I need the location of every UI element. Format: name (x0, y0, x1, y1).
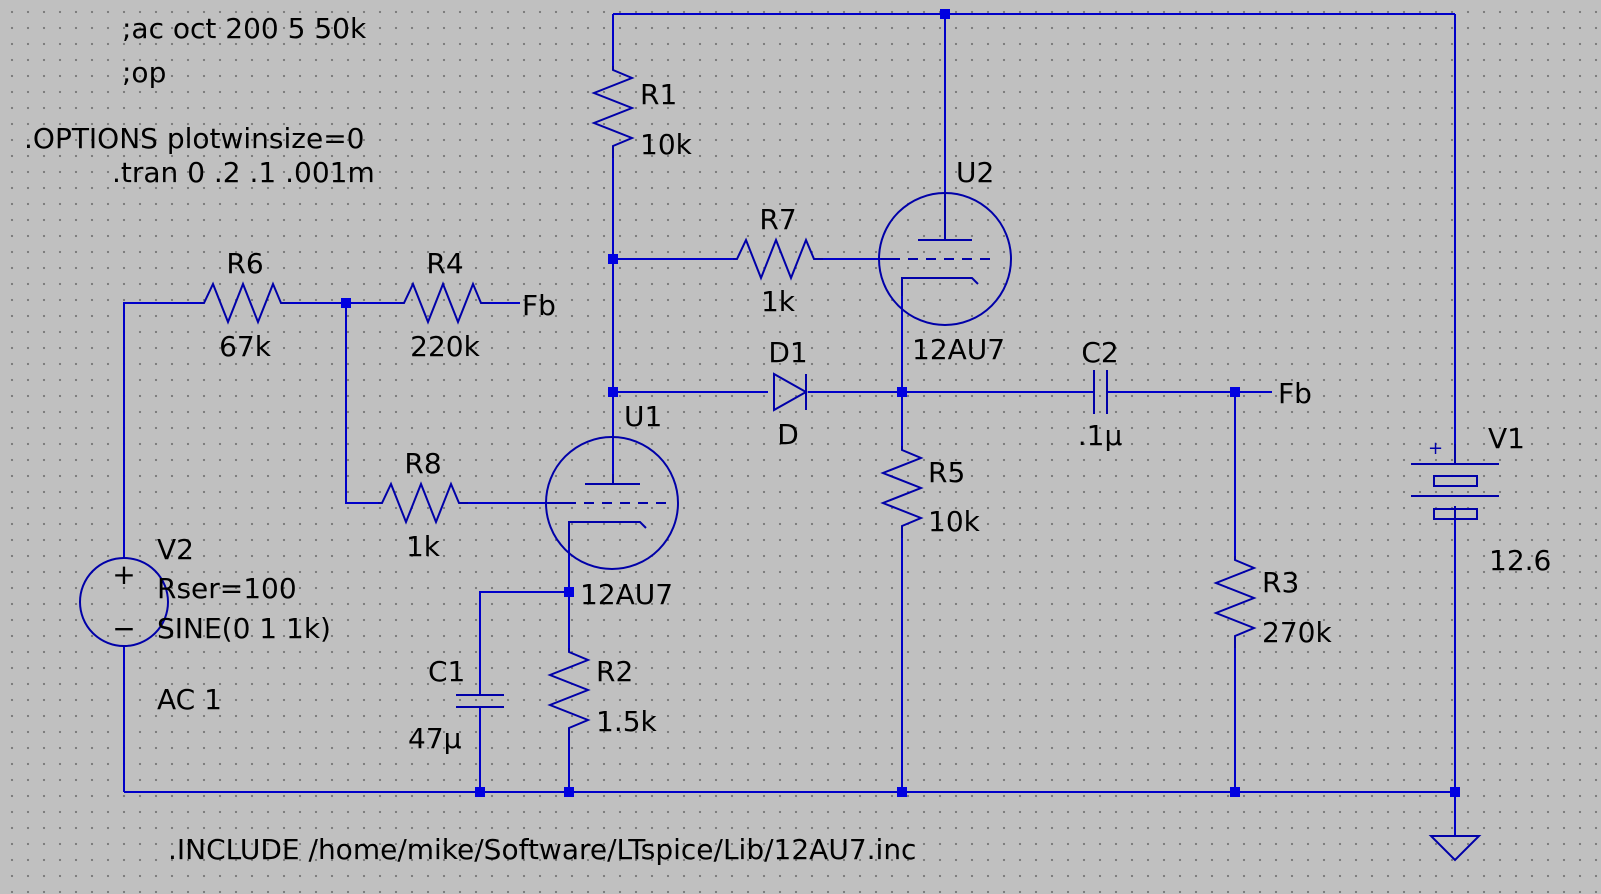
triode-u1[interactable]: U1 12AU7 (545, 400, 679, 611)
resistor-r3-symbol[interactable] (1213, 556, 1257, 648)
capacitor-c1-symbol[interactable] (456, 694, 504, 708)
capacitor-c2-value: .1µ (1078, 419, 1123, 452)
triode-u1-value: 12AU7 (580, 578, 673, 611)
resistor-r4-value: 220k (410, 330, 480, 363)
capacitor-c1-value: 47µ (408, 722, 462, 755)
resistor-r1-name: R1 (640, 78, 677, 111)
battery-v1-plus-mark: + (1428, 438, 1443, 459)
resistor-r5-name: R5 (928, 456, 965, 489)
diode-d1[interactable]: D1 D (768, 336, 809, 451)
junction-dot (1450, 787, 1460, 797)
resistor-r3-name: R3 (1262, 566, 1299, 599)
triode-u2-plate (918, 192, 972, 241)
directive-options[interactable]: .OPTIONS plotwinsize=0 (24, 122, 365, 155)
resistor-r4-name: R4 (426, 247, 463, 280)
resistor-r8-name: R8 (404, 447, 441, 480)
resistor-r8-value: 1k (406, 530, 441, 563)
capacitor-c2-symbol[interactable] (1093, 370, 1108, 414)
wire-node-to-r8[interactable] (345, 303, 378, 504)
resistor-r2-value: 1.5k (596, 705, 658, 738)
resistor-r5-symbol[interactable] (880, 446, 924, 538)
directive-op[interactable]: ;op (122, 56, 166, 89)
source-v2-ac: AC 1 (157, 683, 222, 716)
resistor-r7-value: 1k (761, 285, 796, 318)
triode-u1-plate (585, 474, 640, 485)
resistor-r2-name: R2 (596, 655, 633, 688)
junction-dot (475, 787, 485, 797)
net-label-fb-input[interactable]: Fb (522, 289, 556, 322)
triode-u2[interactable]: U2 12AU7 (878, 156, 1012, 366)
resistor-r6-name: R6 (226, 247, 263, 280)
diode-d1-symbol[interactable] (773, 372, 809, 412)
battery-v1-value: 12.6 (1489, 544, 1551, 577)
resistor-r5[interactable]: R5 10k (880, 446, 981, 538)
resistor-r8-symbol[interactable] (378, 481, 468, 525)
source-v2-symbol[interactable] (79, 557, 169, 647)
net-label-fb-output[interactable]: Fb (1278, 377, 1312, 410)
resistor-r1-symbol[interactable] (591, 66, 635, 158)
wire-v2-top[interactable] (123, 302, 200, 558)
resistor-r2-symbol[interactable] (547, 648, 591, 740)
resistor-r1[interactable]: R1 10k (591, 66, 693, 161)
directive-ac[interactable]: ;ac oct 200 5 50k (122, 12, 367, 45)
junction-dot (564, 787, 574, 797)
diode-d1-value: D (777, 418, 799, 451)
source-v2-minus-mark: − (112, 612, 135, 645)
directive-include[interactable]: .INCLUDE /home/mike/Software/LTspice/Lib… (168, 833, 916, 866)
triode-u2-value: 12AU7 (912, 333, 1005, 366)
resistor-r6-symbol[interactable] (200, 281, 290, 325)
battery-v1-name: V1 (1488, 422, 1525, 455)
battery-v1[interactable]: + V1 12.6 (1411, 422, 1551, 577)
capacitor-c2-name: C2 (1081, 336, 1118, 369)
resistor-r1-value: 10k (640, 128, 693, 161)
battery-v1-cell-bottom (1433, 508, 1478, 520)
resistor-r3-value: 270k (1262, 616, 1332, 649)
directive-tran[interactable]: .tran 0 .2 .1 .001m (112, 156, 375, 189)
triode-u2-name: U2 (956, 156, 994, 189)
junction-dot (341, 298, 351, 308)
junctions (341, 9, 1460, 797)
resistor-r6-value: 67k (219, 330, 272, 363)
triode-u2-cathode (901, 277, 979, 296)
resistor-r5-value: 10k (928, 505, 981, 538)
triode-u1-name: U1 (624, 400, 662, 433)
ground-symbol[interactable] (1428, 835, 1482, 862)
battery-v1-symbol[interactable] (1411, 444, 1499, 520)
resistor-r6[interactable]: R6 67k (200, 247, 290, 363)
junction-dot (564, 587, 574, 597)
resistor-r4[interactable]: R4 220k (400, 247, 490, 363)
triode-u1-cathode (568, 521, 647, 548)
resistor-r8[interactable]: R8 1k (378, 447, 468, 563)
junction-dot (608, 254, 618, 264)
source-v2-plus-mark: + (112, 558, 135, 591)
junction-dot (1230, 387, 1240, 397)
wire-cathode-to-c1[interactable] (479, 591, 569, 695)
source-v2-name: V2 (157, 533, 194, 566)
diode-d1-name: D1 (768, 336, 807, 369)
resistor-r4-symbol[interactable] (400, 281, 490, 325)
junction-dot (940, 9, 950, 19)
triode-u1-envelope[interactable] (545, 436, 679, 570)
capacitor-c2[interactable]: C2 .1µ (1078, 336, 1123, 452)
resistor-r3[interactable]: R3 270k (1213, 556, 1332, 649)
junction-dot (608, 387, 618, 397)
junction-dot (1230, 787, 1240, 797)
source-v2-rser: Rser=100 (157, 572, 297, 605)
resistor-r7[interactable]: R7 1k (733, 203, 823, 318)
source-v2[interactable]: + − V2 Rser=100 SINE(0 1 1k) AC 1 (79, 533, 331, 716)
junction-dot (897, 787, 907, 797)
resistor-r7-name: R7 (759, 203, 796, 236)
battery-v1-cell-top (1433, 475, 1478, 487)
capacitor-c1-name: C1 (428, 655, 465, 688)
junction-dot (897, 387, 907, 397)
source-v2-value: SINE(0 1 1k) (157, 612, 331, 645)
resistor-r2[interactable]: R2 1.5k (547, 648, 658, 740)
resistor-r7-symbol[interactable] (733, 237, 823, 281)
wires[interactable] (123, 13, 1456, 836)
capacitor-c1[interactable]: C1 47µ (408, 655, 504, 755)
